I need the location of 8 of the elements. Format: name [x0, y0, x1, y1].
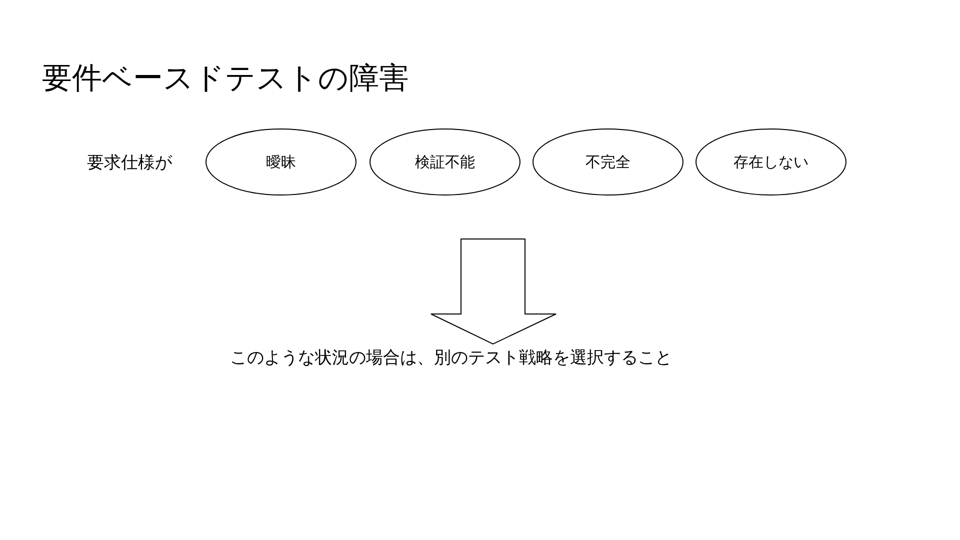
ellipse-node: 検証不能 [369, 128, 521, 196]
ellipse-node: 不完全 [532, 128, 684, 196]
block-arrow [430, 238, 556, 345]
ellipse-node: 存在しない [695, 128, 847, 196]
conclusion-text: このような状況の場合は、別のテスト戦略を選択すること [230, 346, 672, 369]
row-label: 要求仕様が [87, 152, 172, 174]
ellipse-node: 曖昧 [205, 128, 357, 196]
title: 要件ベースドテストの障害 [42, 60, 409, 98]
